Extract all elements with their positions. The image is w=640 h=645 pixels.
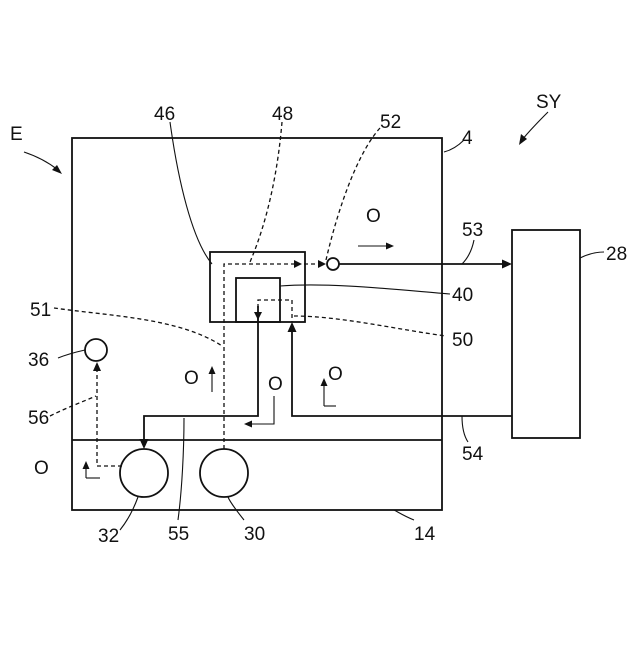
leader-51	[54, 308, 222, 346]
arrow-48-head	[294, 260, 302, 268]
dashed-path-56	[97, 369, 122, 466]
flow-arrow-bottom-left-head	[83, 461, 90, 469]
label-4: 4	[462, 128, 473, 149]
label-40: 40	[452, 285, 473, 306]
leader-46	[170, 122, 212, 264]
flow-label-bottom-left: O	[34, 458, 49, 479]
dashed-path-48	[224, 264, 296, 449]
leader-56	[50, 396, 96, 416]
label-E: E	[10, 124, 23, 145]
leader-4	[444, 140, 464, 152]
line-55	[144, 306, 258, 443]
arrow-55-top-head	[254, 312, 262, 320]
label-14: 14	[414, 524, 436, 545]
label-53: 53	[462, 220, 483, 241]
circle-30	[200, 449, 248, 497]
enclosure-4	[72, 138, 442, 510]
flow-label-mid-left: O	[184, 368, 199, 389]
leader-14	[394, 510, 414, 520]
flow-arrow-mid-left-head	[209, 366, 216, 374]
leader-28	[580, 252, 604, 258]
leader-32	[120, 497, 138, 530]
dashed-path-50	[258, 300, 292, 322]
output-node	[327, 258, 339, 270]
label-48: 48	[272, 104, 293, 125]
leader-48	[250, 122, 282, 262]
leader-53	[462, 240, 474, 264]
label-56: 56	[28, 408, 49, 429]
arrow-53-head	[502, 260, 512, 269]
label-54: 54	[462, 444, 484, 465]
arrow-52-head	[318, 260, 326, 268]
label-28: 28	[606, 244, 627, 265]
device-28	[512, 230, 580, 438]
circle-32	[120, 449, 168, 497]
arrow-54-head	[288, 322, 297, 332]
leader-55	[178, 418, 184, 520]
label-52: 52	[380, 112, 401, 133]
circle-36	[85, 339, 107, 361]
leader-SY	[522, 112, 548, 140]
flow-arrow-top-head	[386, 243, 394, 250]
leader-52	[326, 128, 380, 260]
label-50: 50	[452, 330, 473, 351]
arrow-55-head	[140, 439, 149, 449]
label-32: 32	[98, 526, 119, 547]
label-51: 51	[30, 300, 51, 321]
flow-arrow-mid-right-head	[321, 378, 328, 386]
flow-arrow-mid-center	[250, 396, 274, 424]
label-55: 55	[168, 524, 189, 545]
flow-label-out-top: O	[366, 206, 381, 227]
label-46: 46	[154, 104, 175, 125]
flow-label-mid-right: O	[328, 364, 343, 385]
leader-30	[228, 497, 244, 520]
line-54	[292, 330, 512, 416]
leader-E	[24, 152, 58, 170]
label-30: 30	[244, 524, 265, 545]
label-SY: SY	[536, 92, 562, 113]
label-36: 36	[28, 350, 49, 371]
leader-50	[294, 316, 446, 336]
arrow-56-head	[93, 362, 101, 371]
flow-arrow-mid-center-head	[244, 421, 252, 428]
flow-label-mid-center: O	[268, 374, 283, 395]
leader-54	[462, 416, 468, 442]
